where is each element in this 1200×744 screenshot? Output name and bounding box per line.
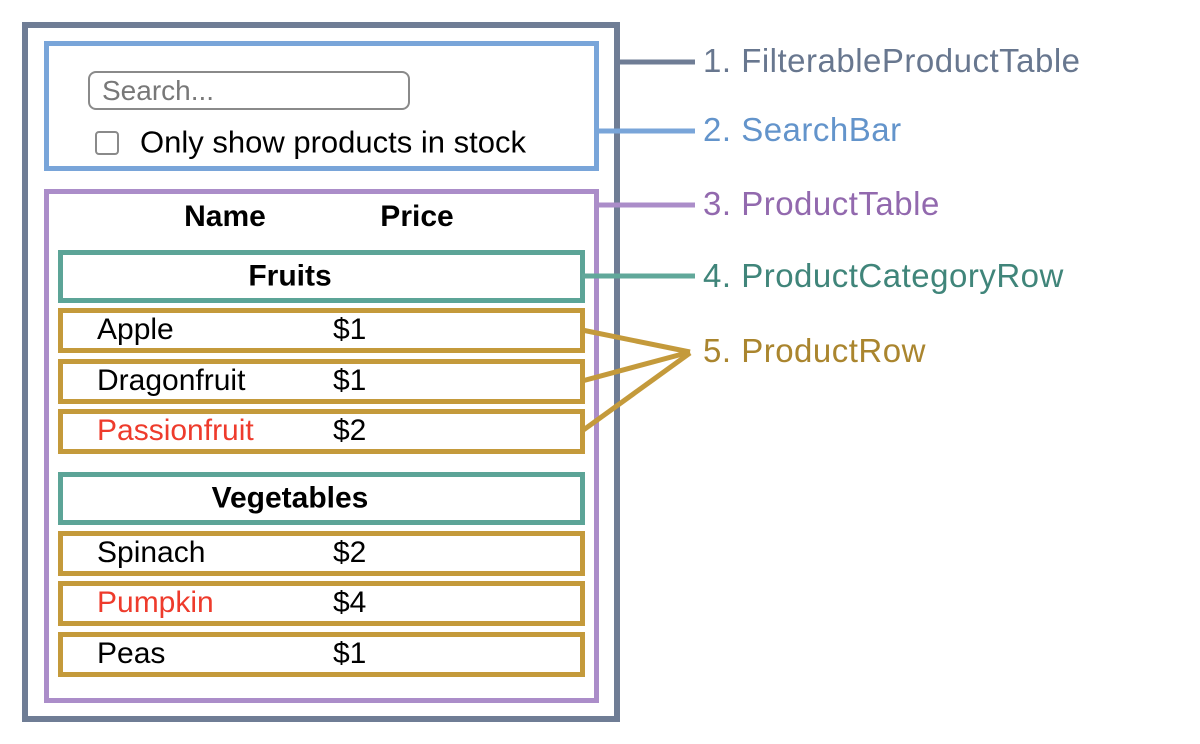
product-price: $1 xyxy=(333,312,367,346)
category-title: Vegetables xyxy=(211,480,369,514)
legend-label-product-table: 3. ProductTable xyxy=(703,185,940,223)
product-name: Peas xyxy=(97,636,166,670)
column-header-price: Price xyxy=(380,200,454,233)
product-price: $2 xyxy=(333,413,367,447)
in-stock-checkbox-label: Only show products in stock xyxy=(140,124,526,160)
legend-label-product-row: 5. ProductRow xyxy=(703,332,926,370)
product-row-pumpkin: Pumpkin $4 xyxy=(58,581,585,626)
product-category-row-fruits: Fruits xyxy=(58,250,585,303)
product-price: $1 xyxy=(333,363,367,397)
product-price: $1 xyxy=(333,636,367,670)
product-row-dragonfruit: Dragonfruit $1 xyxy=(58,359,585,404)
product-table-box xyxy=(44,189,599,703)
product-name: Dragonfruit xyxy=(97,363,246,397)
product-row-passionfruit: Passionfruit $2 xyxy=(58,409,585,454)
product-row-spinach: Spinach $2 xyxy=(58,531,585,576)
product-row-peas: Peas $1 xyxy=(58,632,585,677)
in-stock-checkbox[interactable] xyxy=(95,131,119,155)
legend-label-product-category-row: 4. ProductCategoryRow xyxy=(703,257,1064,295)
product-name: Pumpkin xyxy=(97,585,214,619)
search-input[interactable] xyxy=(88,71,410,110)
column-header-name: Name xyxy=(184,200,266,233)
search-bar-box xyxy=(44,41,599,171)
legend-label-filterable-product-table: 1. FilterableProductTable xyxy=(703,42,1081,80)
product-row-apple: Apple $1 xyxy=(58,308,585,353)
legend-label-search-bar: 2. SearchBar xyxy=(703,111,902,149)
product-price: $4 xyxy=(333,585,367,619)
product-category-row-vegetables: Vegetables xyxy=(58,472,585,525)
product-name: Passionfruit xyxy=(97,413,254,447)
category-title: Fruits xyxy=(248,258,332,292)
product-price: $2 xyxy=(333,535,367,569)
product-name: Apple xyxy=(97,312,174,346)
product-name: Spinach xyxy=(97,535,206,569)
